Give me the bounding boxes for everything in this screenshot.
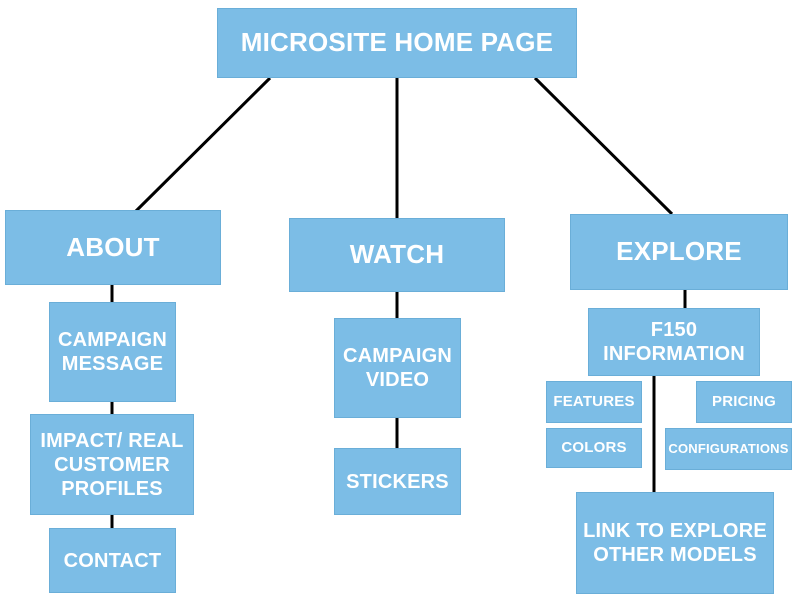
configurations-label: CONFIGURATIONS bbox=[668, 441, 789, 457]
colors-label: COLORS bbox=[561, 439, 627, 456]
pricing-label: PRICING bbox=[712, 393, 776, 410]
pricing-node: PRICING bbox=[696, 381, 792, 423]
connector-root-explore bbox=[533, 76, 674, 216]
microsite-home-page-node: MICROSITE HOME PAGE bbox=[217, 8, 577, 78]
contact-node: CONTACT bbox=[49, 528, 176, 593]
colors-node: COLORS bbox=[546, 428, 642, 468]
explore-node: EXPLORE bbox=[570, 214, 788, 290]
link-explore-models-label: LINK TO EXPLORE OTHER MODELS bbox=[583, 520, 767, 566]
contact-label: CONTACT bbox=[63, 549, 162, 572]
connector-root-about bbox=[133, 76, 272, 214]
stickers-node: STICKERS bbox=[334, 448, 461, 515]
link-explore-models-node: LINK TO EXPLORE OTHER MODELS bbox=[576, 492, 774, 594]
features-node: FEATURES bbox=[546, 381, 642, 423]
f150-information-label: F150 INFORMATION bbox=[603, 319, 745, 365]
campaign-message-label: CAMPAIGN MESSAGE bbox=[57, 329, 167, 375]
microsite-home-page-label: MICROSITE HOME PAGE bbox=[240, 27, 554, 58]
campaign-message-node: CAMPAIGN MESSAGE bbox=[49, 302, 176, 402]
configurations-node: CONFIGURATIONS bbox=[665, 428, 792, 470]
watch-label: WATCH bbox=[349, 239, 445, 270]
impact-customer-profiles-node: IMPACT/ REAL CUSTOMER PROFILES bbox=[30, 414, 194, 515]
impact-customer-profiles-label: IMPACT/ REAL CUSTOMER PROFILES bbox=[40, 429, 184, 500]
about-label: ABOUT bbox=[66, 231, 160, 262]
campaign-video-node: CAMPAIGN VIDEO bbox=[334, 318, 461, 418]
f150-information-node: F150 INFORMATION bbox=[588, 308, 760, 376]
stickers-label: STICKERS bbox=[346, 470, 449, 493]
explore-label: EXPLORE bbox=[616, 236, 742, 267]
watch-node: WATCH bbox=[289, 218, 505, 292]
features-label: FEATURES bbox=[553, 393, 635, 410]
about-node: ABOUT bbox=[5, 210, 221, 285]
campaign-video-label: CAMPAIGN VIDEO bbox=[342, 345, 452, 391]
